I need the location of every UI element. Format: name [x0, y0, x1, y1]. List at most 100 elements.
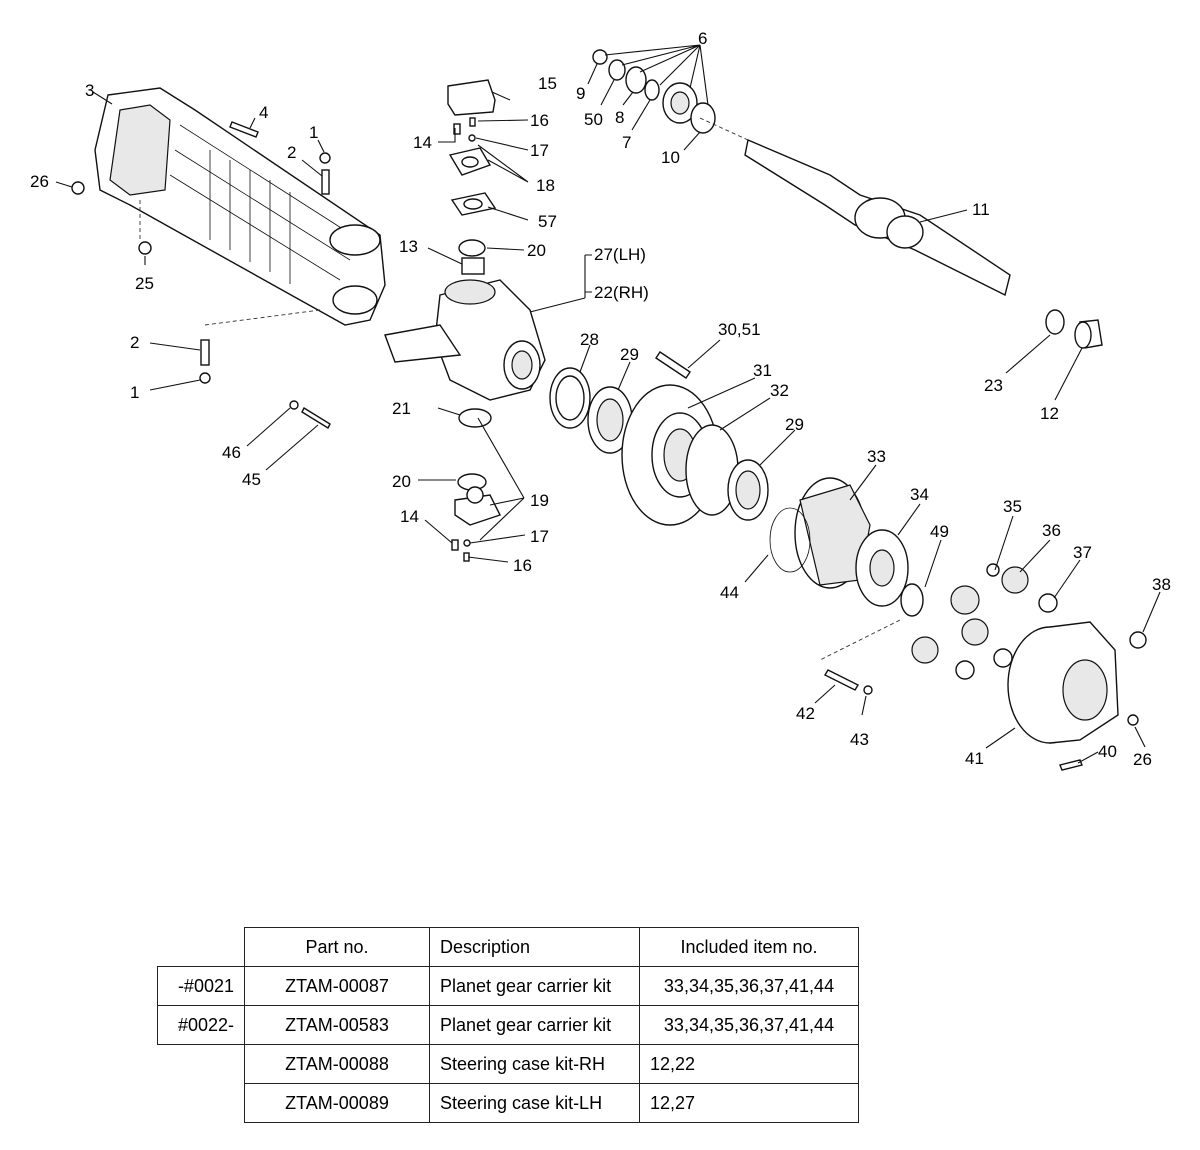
callout-35: 35	[1003, 497, 1022, 516]
oring-10	[690, 102, 716, 134]
bolt-14-lower	[451, 539, 459, 551]
callout-44: 44	[720, 583, 739, 602]
snap-ring-9	[592, 49, 608, 65]
snap-ring-44	[769, 507, 811, 573]
callout-15: 15	[538, 74, 557, 93]
callout-32: 32	[770, 381, 789, 400]
callout-1-lower: 1	[130, 383, 139, 402]
bolt-30-51	[655, 351, 691, 379]
oil-seal-29	[587, 386, 633, 454]
callout-3: 3	[85, 81, 94, 100]
ring-7	[644, 79, 660, 101]
callout-46: 46	[222, 443, 241, 462]
callout-20-upper: 20	[527, 241, 546, 260]
bolt-4	[229, 121, 259, 138]
bushing-12	[1074, 319, 1103, 349]
callout-11: 11	[972, 200, 990, 219]
callout-18: 18	[536, 176, 555, 195]
callout-2-lower: 2	[130, 333, 139, 352]
planet-gears	[911, 563, 1058, 680]
bushing-13	[461, 257, 485, 275]
callout-37: 37	[1073, 543, 1092, 562]
description-cell: Steering case kit-LH	[429, 1083, 640, 1123]
callout-21: 21	[392, 399, 411, 418]
part-no-cell: ZTAM-00583	[244, 1005, 430, 1045]
callout-26-right: 26	[1133, 750, 1152, 769]
bolt-40	[1059, 759, 1083, 771]
callout-17-upper: 17	[530, 141, 549, 160]
callout-25: 25	[135, 274, 154, 293]
leader-lines	[55, 44, 1161, 764]
bolt-16-upper	[469, 117, 476, 127]
pin-45	[301, 407, 331, 429]
oring-20-upper	[458, 239, 486, 257]
bushing-21	[458, 408, 492, 428]
oil-seal-28	[549, 367, 591, 429]
axle-shaft-11	[699, 117, 1011, 297]
callout-57: 57	[538, 212, 557, 231]
callout-28: 28	[580, 330, 599, 349]
callout-45: 45	[242, 470, 261, 489]
callout-2-upper: 2	[287, 143, 296, 162]
callout-10: 10	[661, 148, 680, 167]
included-cell: 33,34,35,36,37,41,44	[639, 1005, 859, 1045]
nut-38	[1129, 631, 1147, 649]
part-no-cell: ZTAM-00087	[244, 966, 430, 1006]
description-cell: Planet gear carrier kit	[429, 966, 640, 1006]
steering-case	[384, 279, 546, 401]
part-no-cell: ZTAM-00089	[244, 1083, 430, 1123]
callout-29: 29	[620, 345, 639, 364]
callout-36: 36	[1042, 521, 1061, 540]
callout-12: 12	[1040, 404, 1059, 423]
cap-15	[447, 79, 496, 116]
callout-labels: 3 4 1 2 26 25 2 1 46 45 15 16 14 17 18 5…	[30, 29, 1171, 769]
serial-cell	[158, 1084, 245, 1123]
callout-16-upper: 16	[530, 111, 549, 130]
plug-25	[138, 241, 152, 255]
washer-17-upper	[468, 134, 476, 142]
callout-50: 50	[584, 110, 603, 129]
callout-9: 9	[576, 84, 585, 103]
callout-8: 8	[615, 108, 624, 127]
callout-30-51: 30,51	[718, 320, 761, 339]
callout-13: 13	[399, 237, 418, 256]
pin-46	[289, 400, 299, 410]
serial-header-blank	[158, 928, 245, 967]
cap-18	[448, 147, 492, 176]
thrust-plate-34	[855, 529, 909, 607]
callout-38: 38	[1152, 575, 1171, 594]
table-row: ZTAM-00088 Steering case kit-RH 12,22	[158, 1044, 859, 1084]
callout-14-upper: 14	[413, 133, 432, 152]
nut-26-left	[71, 181, 85, 195]
cap-19	[454, 486, 501, 526]
description-cell: Planet gear carrier kit	[429, 1005, 640, 1045]
callout-34: 34	[910, 485, 929, 504]
serial-cell: #0022-	[157, 1005, 245, 1045]
axle-housing	[94, 87, 386, 326]
callout-6: 6	[698, 29, 707, 48]
table-row: -#0021 ZTAM-00087 Planet gear carrier ki…	[157, 966, 859, 1006]
callout-27: 27(LH)	[594, 245, 646, 264]
oil-seal-29b	[727, 459, 769, 521]
callout-16-lower: 16	[513, 556, 532, 575]
washer-17-lower	[463, 539, 471, 547]
exploded-axle-diagram: 3 4 1 2 26 25 2 1 46 45 15 16 14 17 18 5…	[30, 29, 1171, 771]
header-description: Description	[429, 927, 640, 967]
bolt-2-upper	[321, 169, 330, 195]
bearing-6	[662, 82, 698, 124]
thrust-washer-49	[900, 583, 924, 617]
callout-40: 40	[1098, 742, 1117, 761]
callout-20-lower: 20	[392, 472, 411, 491]
bolt-2-lower	[200, 339, 210, 366]
table-row: ZTAM-00089 Steering case kit-LH 12,27	[158, 1083, 859, 1123]
header-part-no: Part no.	[244, 927, 430, 967]
bearing-8	[625, 66, 647, 94]
serial-cell	[158, 1045, 245, 1084]
pin-42	[824, 669, 859, 691]
bushing-23	[1045, 309, 1065, 335]
callout-14-lower: 14	[400, 507, 419, 526]
callout-29b: 29	[785, 415, 804, 434]
callout-1-upper: 1	[309, 123, 318, 142]
ring-gear-33	[794, 477, 871, 589]
serial-cell: -#0021	[157, 966, 245, 1006]
